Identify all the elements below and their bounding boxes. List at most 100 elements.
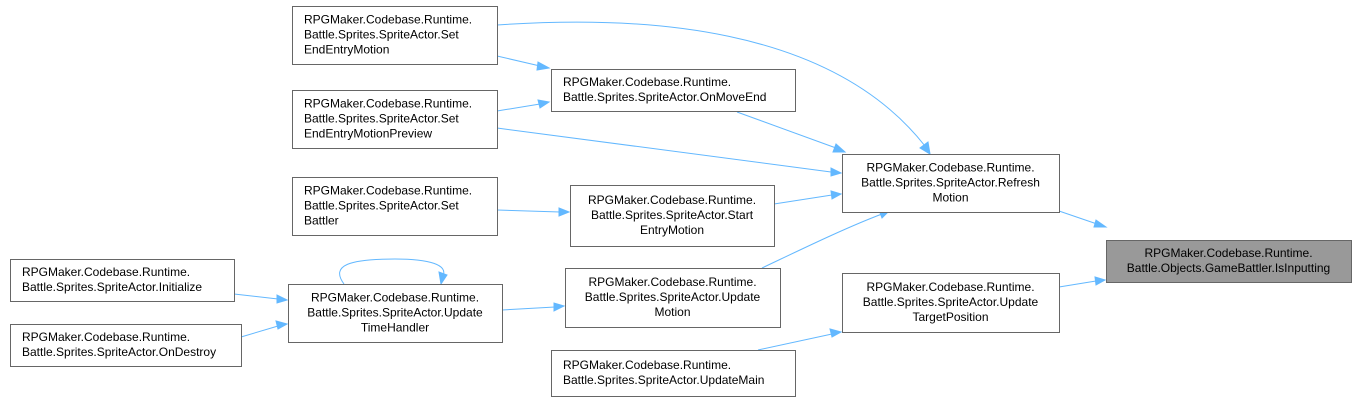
- node-label-line: Battle.Sprites.SpriteActor.Set: [304, 199, 459, 213]
- node-label-line: Battle.Sprites.SpriteActor.Refresh: [861, 176, 1040, 190]
- node-setBattler[interactable]: RPGMaker.Codebase.Runtime.Battle.Sprites…: [292, 177, 498, 236]
- node-label-line: Battle.Sprites.SpriteActor.Update: [585, 290, 761, 304]
- arrowhead-icon: [829, 328, 843, 338]
- arrowhead-icon: [1093, 219, 1108, 228]
- node-box: [842, 154, 1060, 213]
- node-box: [292, 90, 498, 149]
- node-label-line: Motion: [932, 191, 968, 205]
- edge-line: [496, 55, 541, 67]
- edge-line: [501, 306, 556, 311]
- edge-onDestroy-to-updateTimeHandler: [240, 320, 289, 338]
- node-label-line: EndEntryMotion: [304, 43, 389, 57]
- node-label-line: EndEntryMotionPreview: [304, 127, 432, 141]
- node-box: [551, 69, 796, 112]
- edge-line: [757, 333, 833, 351]
- edge-line: [1058, 210, 1098, 225]
- node-onDestroy[interactable]: RPGMaker.Codebase.Runtime.Battle.Sprites…: [10, 324, 242, 367]
- node-label-line: RPGMaker.Codebase.Runtime.: [866, 280, 1034, 294]
- node-label-line: Battler: [304, 214, 339, 228]
- node-box: [565, 268, 781, 328]
- edge-updateTimeHandler-to-updateTimeHandler: [339, 258, 448, 286]
- node-label-line: Battle.Sprites.SpriteActor.Update: [863, 295, 1039, 309]
- node-label-line: RPGMaker.Codebase.Runtime.: [563, 358, 731, 372]
- node-box: [10, 324, 242, 367]
- node-setEndEntryMotionPreview[interactable]: RPGMaker.Codebase.Runtime.Battle.Sprites…: [292, 90, 498, 149]
- node-startEntryMotion[interactable]: RPGMaker.Codebase.Runtime.Battle.Sprites…: [570, 185, 775, 247]
- edge-line: [773, 194, 833, 205]
- node-label-line: Battle.Sprites.SpriteActor.Set: [304, 28, 459, 42]
- edge-setEndEntryMotionPreview-to-refreshMotion: [496, 127, 843, 177]
- arrowhead-icon: [919, 141, 931, 155]
- node-label-line: Battle.Sprites.SpriteActor.Start: [591, 208, 754, 222]
- node-label-line: RPGMaker.Codebase.Runtime.: [304, 97, 472, 111]
- edge-line: [496, 103, 541, 112]
- node-box: [292, 177, 498, 236]
- edge-updateTimeHandler-to-updateMotion: [501, 302, 566, 312]
- node-label-line: RPGMaker.Codebase.Runtime.: [304, 13, 472, 27]
- arrowhead-icon: [558, 207, 571, 217]
- node-updateMotion[interactable]: RPGMaker.Codebase.Runtime.Battle.Sprites…: [565, 268, 781, 328]
- node-label-line: RPGMaker.Codebase.Runtime.: [588, 193, 756, 207]
- arrowhead-icon: [1094, 276, 1107, 286]
- edge-line: [761, 213, 883, 269]
- edge-line: [339, 258, 445, 285]
- node-box: [570, 185, 775, 247]
- arrowhead-icon: [553, 302, 566, 312]
- node-label-line: Motion: [654, 305, 690, 319]
- node-setEndEntryMotion[interactable]: RPGMaker.Codebase.Runtime.Battle.Sprites…: [292, 6, 498, 65]
- call-nodes: RPGMaker.Codebase.Runtime.Battle.Sprites…: [10, 6, 1352, 397]
- node-label-line: Battle.Sprites.SpriteActor.UpdateMain: [563, 373, 764, 387]
- node-box: [10, 259, 235, 302]
- node-box: [1106, 240, 1352, 283]
- node-label-line: Battle.Objects.GameBattler.IsInputting: [1127, 261, 1330, 275]
- edge-line: [736, 111, 837, 149]
- node-box: [292, 6, 498, 65]
- edge-updateMotion-to-refreshMotion: [761, 209, 892, 269]
- edge-initialize-to-updateTimeHandler: [233, 293, 289, 304]
- edge-line: [496, 209, 561, 213]
- node-box: [842, 273, 1060, 333]
- call-edges: [233, 21, 1108, 351]
- edge-setBattler-to-startEntryMotion: [496, 207, 571, 217]
- edge-setEndEntryMotion-to-refreshMotion: [496, 21, 931, 155]
- node-label-line: RPGMaker.Codebase.Runtime.: [304, 184, 472, 198]
- edge-line: [1058, 280, 1097, 288]
- arrowhead-icon: [438, 271, 448, 286]
- edge-line: [496, 127, 832, 173]
- node-label-line: EntryMotion: [640, 223, 704, 237]
- arrowhead-icon: [536, 61, 551, 71]
- edge-updateTargetPosition-to-isInputting: [1058, 276, 1107, 288]
- edge-onMoveEnd-to-refreshMotion: [736, 111, 847, 153]
- node-label-line: RPGMaker.Codebase.Runtime.: [311, 291, 479, 305]
- arrowhead-icon: [275, 320, 289, 330]
- arrowhead-icon: [832, 143, 847, 153]
- edge-startEntryMotion-to-refreshMotion: [773, 190, 843, 205]
- node-label-line: RPGMaker.Codebase.Runtime.: [22, 265, 190, 279]
- node-updateMain[interactable]: RPGMaker.Codebase.Runtime.Battle.Sprites…: [551, 350, 796, 397]
- node-label-line: Battle.Sprites.SpriteActor.OnMoveEnd: [563, 90, 766, 104]
- arrowhead-icon: [830, 167, 843, 177]
- node-updateTimeHandler[interactable]: RPGMaker.Codebase.Runtime.Battle.Sprites…: [288, 284, 503, 343]
- node-box: [288, 284, 503, 343]
- node-onMoveEnd[interactable]: RPGMaker.Codebase.Runtime.Battle.Sprites…: [551, 69, 796, 112]
- node-label-line: Battle.Sprites.SpriteActor.Update: [307, 306, 483, 320]
- node-label-line: TargetPosition: [912, 310, 988, 324]
- arrowhead-icon: [830, 190, 843, 200]
- arrowhead-icon: [537, 99, 551, 109]
- edge-line: [233, 293, 279, 300]
- node-label-line: TimeHandler: [361, 321, 429, 335]
- edge-line: [496, 21, 926, 147]
- node-label-line: RPGMaker.Codebase.Runtime.: [22, 330, 190, 344]
- node-initialize[interactable]: RPGMaker.Codebase.Runtime.Battle.Sprites…: [10, 259, 235, 302]
- arrowhead-icon: [276, 294, 289, 304]
- edge-line: [240, 325, 279, 338]
- node-isInputting[interactable]: RPGMaker.Codebase.Runtime.Battle.Objects…: [1106, 240, 1352, 283]
- node-updateTargetPosition[interactable]: RPGMaker.Codebase.Runtime.Battle.Sprites…: [842, 273, 1060, 333]
- node-refreshMotion[interactable]: RPGMaker.Codebase.Runtime.Battle.Sprites…: [842, 154, 1060, 213]
- node-box: [551, 350, 796, 397]
- edge-refreshMotion-to-isInputting: [1058, 210, 1108, 228]
- node-label-line: Battle.Sprites.SpriteActor.Set: [304, 112, 459, 126]
- edge-setEndEntryMotion-to-onMoveEnd: [496, 55, 551, 71]
- node-label-line: Battle.Sprites.SpriteActor.Initialize: [22, 280, 202, 294]
